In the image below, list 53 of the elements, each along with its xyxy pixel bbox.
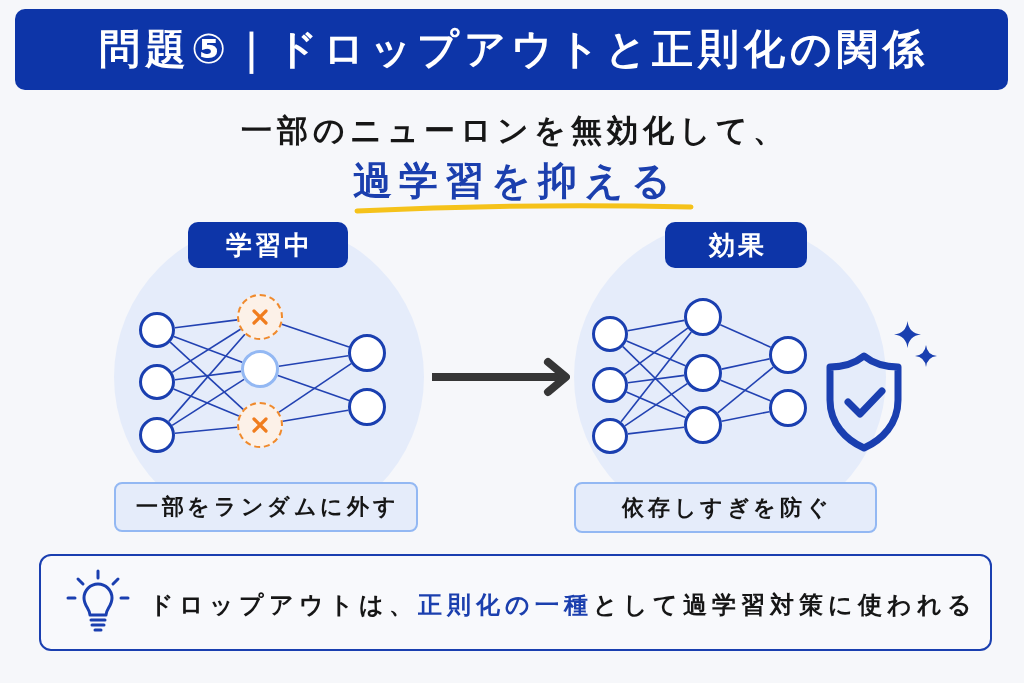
neuron-circle	[139, 312, 175, 348]
neuron-circle	[684, 298, 722, 336]
connection-line	[624, 382, 689, 427]
neuron-circle	[241, 350, 279, 388]
title-banner: 問題⑤｜ドロップアウトと正則化の関係	[15, 9, 1008, 90]
connection-line	[169, 341, 244, 411]
neuron-circle	[769, 389, 807, 427]
neuron-circle	[139, 417, 175, 453]
connection-line	[625, 340, 687, 367]
connection-line	[627, 426, 685, 435]
highlight-text: 過学習を抑える	[352, 160, 678, 200]
neuron-circle	[769, 336, 807, 374]
connection-line	[625, 391, 687, 419]
connection-line	[626, 319, 686, 332]
connection-line	[174, 426, 238, 435]
connection-line	[171, 328, 242, 374]
neuron-circle	[684, 354, 722, 392]
connection-line	[171, 378, 245, 427]
connection-line	[278, 362, 352, 413]
neuron-circle	[592, 418, 628, 454]
connection-line	[277, 374, 350, 402]
neuron-circle	[348, 334, 386, 372]
section-tag: 効果	[665, 222, 807, 268]
connection-line	[720, 358, 771, 370]
caption-box: 一部をランダムに外す	[114, 482, 418, 532]
note-box	[39, 554, 992, 651]
section-tag: 学習中	[188, 222, 348, 268]
connection-line	[173, 335, 243, 364]
neuron-circle	[348, 388, 386, 426]
neuron-circle	[592, 316, 628, 352]
caption-box: 依存しすぎを防ぐ	[574, 482, 877, 533]
neuron-circle	[684, 406, 722, 444]
neuron-circle	[592, 367, 628, 403]
subtitle-text: 一部のニューロンを無効化して、	[239, 114, 789, 146]
connection-line	[620, 331, 693, 423]
dropped-neuron	[237, 402, 283, 448]
connection-line	[622, 345, 691, 413]
connection-line	[172, 388, 240, 417]
connection-line	[281, 323, 350, 348]
note-text: ドロップアウトは、正則化の一種として過学習対策に使われる	[149, 589, 977, 621]
connection-line	[174, 319, 238, 329]
connection-line	[720, 410, 771, 423]
connection-line	[716, 366, 775, 414]
connection-line	[719, 324, 772, 348]
dropped-neuron	[237, 294, 283, 340]
connection-line	[174, 370, 242, 381]
neuron-circle	[139, 364, 175, 400]
connection-line	[168, 333, 246, 423]
connection-line	[627, 374, 685, 384]
connection-line	[281, 409, 350, 422]
connection-line	[623, 327, 689, 376]
connection-line	[278, 355, 349, 367]
connection-line	[719, 379, 772, 402]
